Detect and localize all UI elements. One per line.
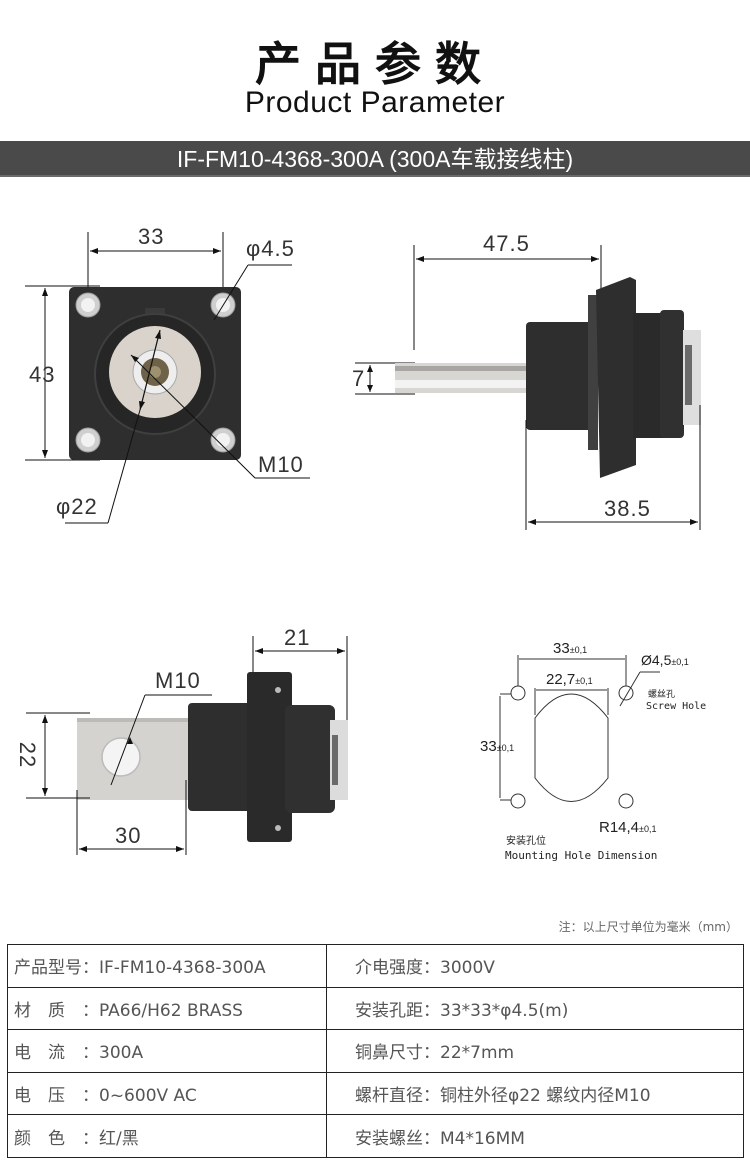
mount-spacing-vertical: 33±0,1 — [480, 738, 515, 755]
mount-caption-en: Mounting Hole Dimension — [505, 849, 658, 862]
front-diameter-dimension: φ22 — [56, 494, 98, 519]
spec-cell: 铜鼻尺寸：22*7mm — [326, 1029, 744, 1073]
spec-cell: 介电强度：3000V — [326, 944, 744, 988]
spec-cell: 电 压 ：0~600V AC — [7, 1071, 327, 1116]
spec-cell: 安装螺丝：M4*16MM — [326, 1114, 744, 1158]
table-row: 产品型号：IF-FM10-4368-300A 介电强度：3000V — [7, 944, 744, 988]
page-title-en: Product Parameter — [244, 86, 506, 119]
table-row: 材 质 ：PA66/H62 BRASS 安装孔距：33*33*φ4.5(m) — [7, 986, 744, 1031]
front-hole-dimension: φ4.5 — [246, 236, 295, 261]
screw-hole-label-cn: 螺丝孔 — [648, 689, 676, 699]
table-row: 电 流 ：300A 铜鼻尺寸：22*7mm — [7, 1029, 744, 1073]
top-flange-depth: 21 — [284, 625, 311, 650]
side-body-length: 38.5 — [604, 496, 651, 521]
mount-radius: R14,4±0,1 — [599, 819, 657, 836]
mount-hole-diameter: Ø4,5±0,1 — [641, 652, 689, 668]
top-thread-dimension: M10 — [155, 668, 201, 693]
spec-cell: 产品型号：IF-FM10-4368-300A — [7, 944, 327, 988]
table-row: 颜 色 ：红/黑 安装螺丝：M4*16MM — [7, 1114, 744, 1158]
top-tab-length: 30 — [115, 823, 142, 848]
side-tab-thickness: 7 — [352, 366, 366, 391]
side-view-product-image — [355, 245, 701, 530]
top-tab-width: 22 — [15, 741, 41, 769]
mounting-hole-lines — [499, 655, 660, 809]
page-title-cn: 产品参数 — [255, 37, 495, 91]
front-height-dimension: 43 — [29, 362, 56, 387]
table-row: 电 压 ：0~600V AC 螺杆直径：铜柱外径φ22 螺纹内径M10 — [7, 1071, 744, 1116]
spec-cell: 材 质 ：PA66/H62 BRASS — [7, 986, 327, 1031]
spec-table: 产品型号：IF-FM10-4368-300A 介电强度：3000V 材 质 ：P… — [7, 944, 744, 1158]
top-view-product-image — [26, 636, 348, 855]
side-total-length: 47.5 — [483, 231, 530, 256]
mount-caption-cn: 安装孔位 — [506, 836, 546, 847]
model-banner: IF-FM10-4368-300A (300A车载接线柱) — [0, 141, 750, 177]
front-width-dimension: 33 — [138, 224, 165, 249]
front-thread-dimension: M10 — [258, 452, 304, 477]
spec-cell: 螺杆直径：铜柱外径φ22 螺纹内径M10 — [326, 1071, 744, 1116]
spec-cell: 电 流 ：300A — [7, 1029, 327, 1073]
units-note: 注：以上尺寸单位为毫米（mm） — [558, 920, 738, 934]
spec-cell: 安装孔距：33*33*φ4.5(m) — [326, 986, 744, 1031]
front-view-product-image — [25, 232, 310, 524]
mount-spacing-horizontal: 33±0,1 — [553, 640, 588, 657]
spec-cell: 颜 色 ：红/黑 — [7, 1114, 327, 1158]
mount-cutout-width: 22,7±0,1 — [546, 671, 593, 688]
screw-hole-label-en: Screw Hole — [646, 701, 707, 712]
